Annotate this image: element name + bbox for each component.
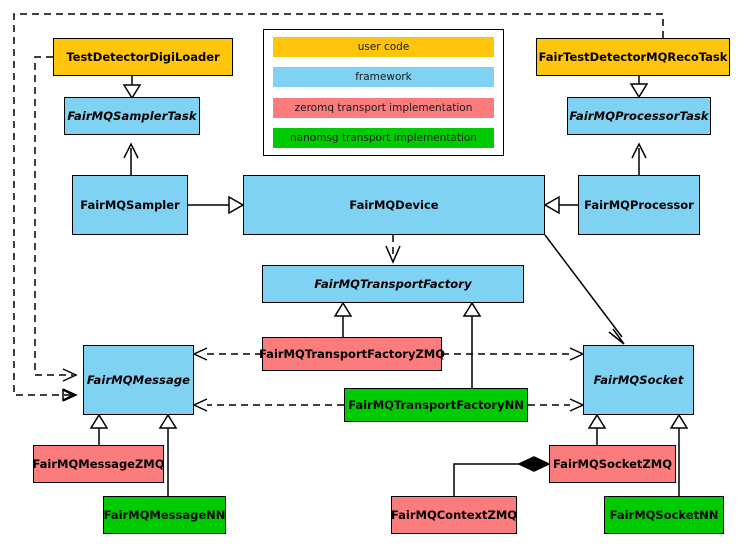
node-label: FairMQTransportFactoryNN (348, 397, 524, 412)
node-fair-mq-transport-factory[interactable]: FairMQTransportFactory (262, 265, 524, 303)
arrowhead-triangle (158, 413, 178, 429)
node-label: FairMQContextZMQ (390, 507, 518, 522)
node-label: FairMQMessageZMQ (32, 456, 165, 471)
node-label: TestDetectorDigiLoader (66, 49, 220, 64)
arrowhead-triangle (228, 195, 245, 215)
node-fair-mq-message-nn[interactable]: FairMQMessageNN (103, 496, 226, 534)
legend-item-framework: framework (273, 67, 494, 88)
node-label: FairMQSamplerTask (67, 108, 197, 123)
arrowhead-triangle (462, 301, 482, 317)
node-label: FairMQMessageNN (103, 507, 226, 522)
node-label: FairMQSocketNN (609, 507, 719, 522)
legend-label: user code (357, 41, 410, 53)
node-fair-mq-processor[interactable]: FairMQProcessor (578, 175, 700, 235)
legend-label: nanomsg transport implementation (290, 131, 477, 144)
node-label: FairMQTransportFactoryZMQ (259, 346, 446, 361)
node-label: FairTestDetectorMQRecoTask (538, 49, 728, 64)
node-fair-mq-context-zmq[interactable]: FairMQContextZMQ (391, 496, 517, 534)
edge-device-to-socket (544, 234, 623, 338)
node-label: FairMQProcessor (584, 197, 694, 212)
node-label: FairMQSocketZMQ (553, 456, 672, 471)
node-fair-mq-processor-task[interactable]: FairMQProcessorTask (567, 97, 711, 135)
node-fair-mq-transport-factory-zmq[interactable]: FairMQTransportFactoryZMQ (259, 337, 446, 371)
node-label: FairMQDevice (349, 197, 439, 212)
arrowhead-triangle (89, 413, 109, 429)
arrowhead-open (62, 388, 75, 402)
node-label: FairMQSampler (80, 197, 180, 212)
arrowhead-triangle (587, 413, 607, 429)
node-fair-test-detector-mq-reco-task[interactable]: FairTestDetectorMQRecoTask (536, 38, 730, 76)
node-label: FairMQSocket (593, 372, 684, 387)
node-label: FairMQProcessorTask (569, 108, 709, 123)
arrowhead-triangle (543, 195, 560, 215)
legend-label: zeromq transport implementation (294, 101, 473, 114)
legend-label: framework (355, 71, 412, 84)
arrowhead-triangle (629, 83, 649, 99)
node-label: FairMQTransportFactory (314, 276, 472, 291)
arrowhead-triangle (333, 301, 353, 317)
node-fair-mq-sampler[interactable]: FairMQSampler (72, 175, 188, 235)
node-fair-mq-socket-nn[interactable]: FairMQSocketNN (604, 496, 724, 534)
node-fair-mq-message-zmq[interactable]: FairMQMessageZMQ (32, 445, 165, 483)
node-label: FairMQMessage (86, 372, 191, 387)
node-fair-mq-sampler-task[interactable]: FairMQSamplerTask (64, 97, 200, 135)
node-fair-mq-transport-factory-nn[interactable]: FairMQTransportFactoryNN (344, 388, 528, 422)
node-fair-mq-socket[interactable]: FairMQSocket (583, 345, 694, 415)
legend-box: user code framework zeromq transport imp… (263, 29, 504, 156)
node-fair-mq-device[interactable]: FairMQDevice (243, 175, 545, 235)
diamond-composition (517, 456, 551, 472)
legend-item-user-code: user code (273, 37, 494, 57)
node-fair-mq-message[interactable]: FairMQMessage (83, 345, 194, 415)
legend-item-nanomsg-transport: nanomsg transport implementation (273, 127, 494, 148)
arrowhead-triangle (669, 413, 689, 429)
edge-contextzmq-to-socketzmq (453, 463, 533, 496)
legend-item-zeromq-transport: zeromq transport implementation (273, 97, 494, 118)
node-fair-mq-socket-zmq[interactable]: FairMQSocketZMQ (549, 445, 676, 483)
node-test-detector-digi-loader[interactable]: TestDetectorDigiLoader (53, 38, 233, 76)
